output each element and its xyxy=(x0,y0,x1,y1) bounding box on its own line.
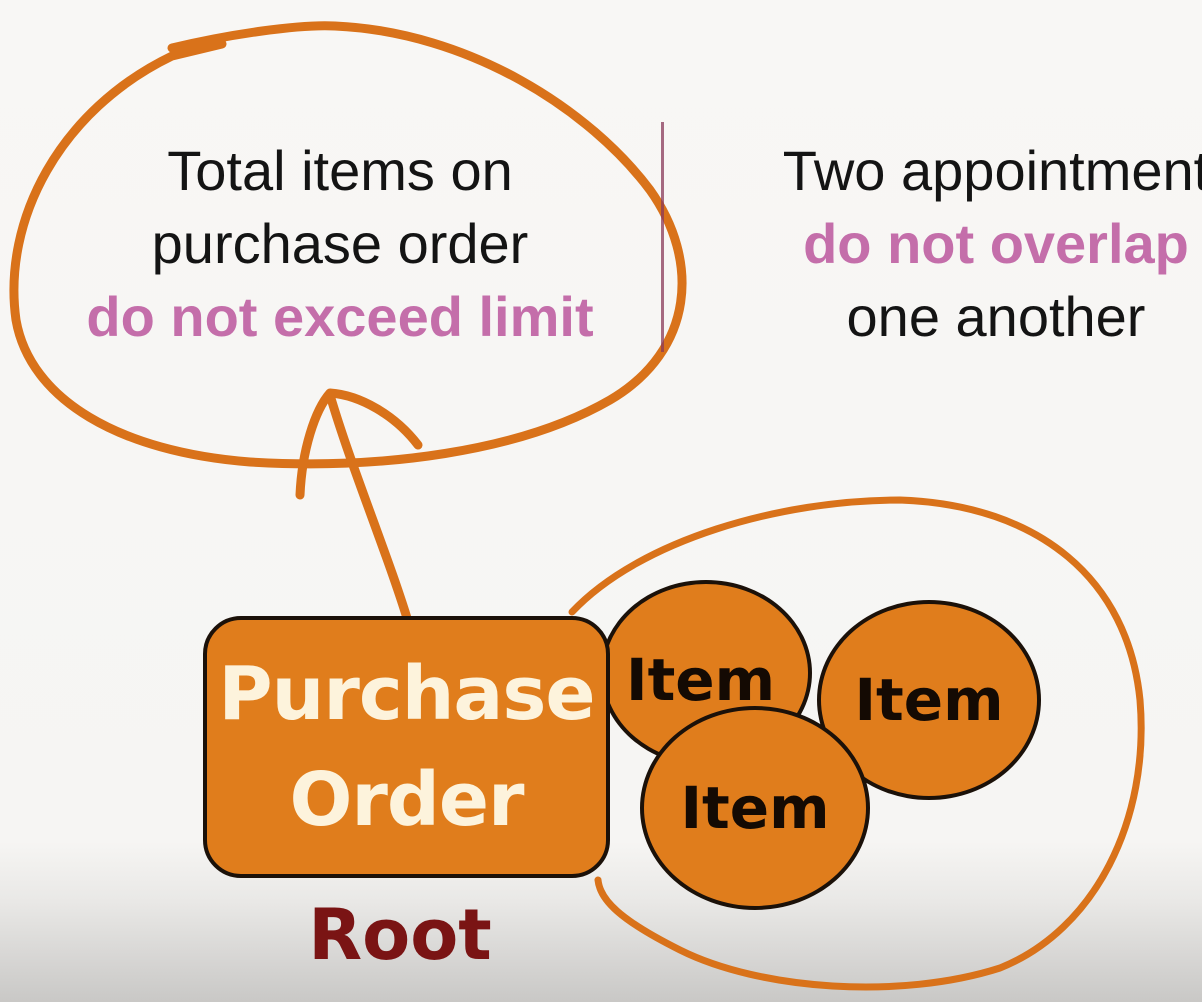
invariant-right-line-1: Two appointment xyxy=(782,139,1202,202)
item-node-1: Item xyxy=(600,580,812,766)
column-divider xyxy=(661,122,664,352)
invariant-left-line-1: Total items on xyxy=(167,139,513,202)
root-node-line-1: Purchase xyxy=(218,651,595,737)
root-caption: Root xyxy=(308,894,492,976)
invariant-loop xyxy=(9,21,687,469)
purchase-order-root-node: Purchase Order xyxy=(203,616,610,878)
invariant-right: Two appointment do not overlap one anoth… xyxy=(716,134,1202,353)
invariant-left: Total items on purchase order do not exc… xyxy=(20,134,660,353)
invariant-left-emphasis: do not exceed limit xyxy=(86,285,594,348)
item-node-3: Item xyxy=(640,706,870,910)
invariant-right-line-3: one another xyxy=(846,285,1146,348)
invariant-right-emphasis: do not overlap xyxy=(803,212,1189,275)
aggregate-boundary xyxy=(568,496,1145,991)
item-label-1: Item xyxy=(626,646,776,714)
item-label-2: Item xyxy=(854,666,1004,734)
item-label-3: Item xyxy=(680,774,830,842)
invariant-left-line-2: purchase order xyxy=(151,212,529,275)
root-node-line-2: Order xyxy=(289,757,524,843)
constraint-arrow xyxy=(295,388,423,633)
